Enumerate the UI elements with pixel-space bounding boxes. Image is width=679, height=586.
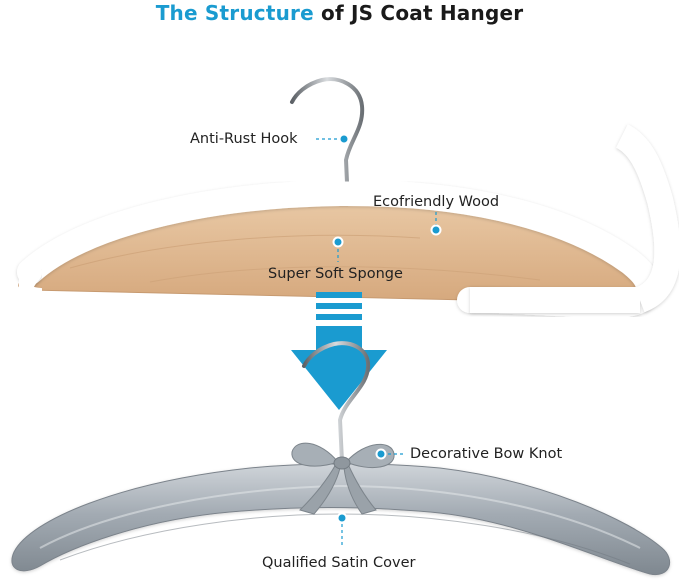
satin-cover <box>11 463 671 576</box>
bottom-hanger <box>11 341 671 576</box>
hook-icon-bottom <box>302 341 371 464</box>
label-anti-rust-hook: Anti-Rust Hook <box>190 131 298 147</box>
callout-dots <box>332 133 442 524</box>
page-title: The Structure of JS Coat Hanger <box>0 0 679 26</box>
title-accent: The Structure <box>155 1 314 25</box>
label-ecofriendly-wood: Ecofriendly Wood <box>373 194 500 210</box>
sponge-strip <box>469 124 679 314</box>
title-rest: of JS Coat Hanger <box>313 1 524 25</box>
down-arrow-icon <box>291 292 387 410</box>
hook-icon <box>290 77 365 207</box>
label-qualified-satin-cover: Qualified Satin Cover <box>262 555 416 571</box>
label-decorative-bow-knot: Decorative Bow Knot <box>410 446 563 462</box>
label-super-soft-sponge: Super Soft Sponge <box>268 266 403 282</box>
top-hanger <box>9 77 679 319</box>
